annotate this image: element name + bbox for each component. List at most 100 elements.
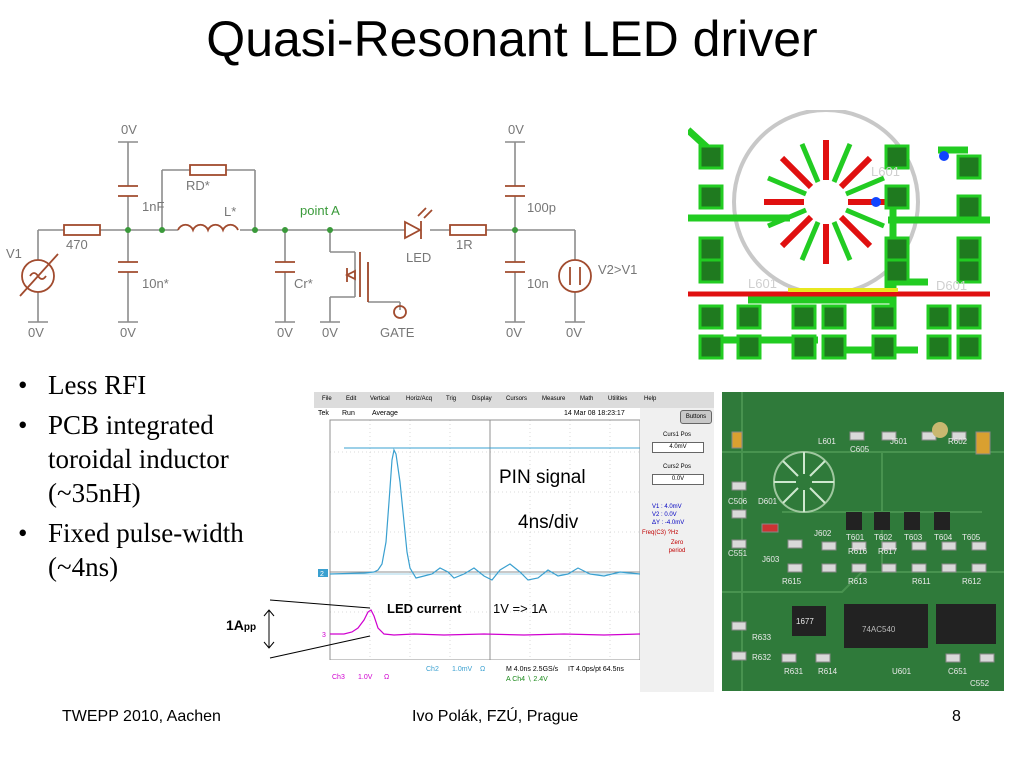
component-label: C551 (728, 549, 748, 558)
ground-label: 0V (508, 122, 524, 137)
run-mode: Run (342, 410, 355, 417)
menu-file[interactable]: File (322, 396, 332, 402)
menu-horiz-acq[interactable]: Horiz/Acq (406, 396, 433, 402)
pcb-layout-image: L601 L601 D601 (688, 110, 990, 366)
component-label: L601 (818, 437, 836, 446)
menu-math[interactable]: Math (580, 396, 594, 402)
v1-label: V1 (6, 246, 22, 261)
freq-readout: Freq(C3) ?Hz (642, 530, 679, 536)
component-label: J603 (762, 555, 780, 564)
component-label: T603 (904, 533, 923, 542)
amplitude-label: 1App (226, 617, 257, 633)
menu-edit[interactable]: Edit (346, 396, 357, 402)
component-label: R632 (752, 653, 772, 662)
v2-readout: V2 : 0.0V (652, 512, 677, 518)
component-label: R617 (878, 547, 898, 556)
ch3-impedance: Ω (384, 674, 390, 681)
component-label: R616 (848, 547, 868, 556)
curs1-label: Curs1 Pos (662, 432, 691, 438)
ground-label: 0V (566, 325, 582, 340)
ground-label: 0V (121, 122, 137, 137)
curs2-field[interactable]: 0.0V (652, 474, 704, 485)
component-label: R615 (782, 577, 802, 586)
pcb-board-photo: L601 J601 R602 C605 C506 D601 J603 J602 … (722, 392, 1004, 691)
scope-menubar: File Edit Vertical Horiz/Acq Trig Displa… (314, 392, 714, 408)
pcb-label: L601 (748, 276, 777, 291)
curs1-field[interactable]: 4.0mV (652, 442, 704, 453)
zero-label: Zero (670, 540, 684, 546)
resistor-rd-label: RD* (186, 178, 210, 193)
component-label: U601 (892, 667, 912, 676)
buttons-button[interactable]: Buttons (680, 410, 712, 424)
ch3-marker: 3 (322, 632, 326, 639)
component-label: J602 (814, 529, 832, 538)
v2-label: V2>V1 (598, 262, 637, 277)
inductor-label: L* (224, 204, 236, 219)
capacitor-100p-label: 100p (527, 200, 556, 215)
component-label: R631 (784, 667, 804, 676)
ground-label: 0V (506, 325, 522, 340)
ch2-marker: 2 (320, 571, 324, 578)
v1-readout: V1 : 4.0mV (652, 504, 682, 510)
menu-vertical[interactable]: Vertical (370, 396, 390, 402)
menu-utilities[interactable]: Utilities (608, 396, 628, 402)
toroid-coil (773, 451, 835, 513)
ch3-label: Ch3 (332, 674, 345, 681)
component-label: R612 (962, 577, 982, 586)
component-label: C651 (948, 667, 968, 676)
component-label: R602 (948, 437, 968, 446)
scope-status-row: Tek Run Average 14 Mar 08 18:23:17 (314, 408, 714, 420)
slide-title: Quasi-Resonant LED driver (206, 11, 818, 67)
capacitor-10n-star-label: 10n* (142, 276, 169, 291)
pin-signal-label: PIN signal (499, 467, 586, 488)
led-current-label: LED current (385, 601, 464, 616)
component-label: 1677 (796, 617, 814, 626)
bullet-item: •Fixed pulse-width(~4ns) (18, 518, 244, 582)
ch3-trace (330, 609, 641, 636)
menu-display[interactable]: Display (472, 396, 492, 402)
component-label: R613 (848, 577, 868, 586)
scope-bottom-bar: Ch3 1.0V Ω Ch2 1.0mV Ω M 4.0ns 2.5GS/s I… (314, 660, 640, 692)
capacitor-10n-label: 10n (527, 276, 549, 291)
footer-center: Ivo Polák, FZÚ, Prague (412, 708, 579, 725)
timebase: M 4.0ns 2.5GS/s (506, 666, 559, 673)
component-label: J601 (890, 437, 908, 446)
ch2-scale: 1.0mV (452, 666, 473, 673)
ch3-scale: 1.0V (358, 674, 373, 681)
ground-label: 0V (322, 325, 338, 340)
ground-label: 0V (120, 325, 136, 340)
menu-help[interactable]: Help (644, 396, 657, 402)
menu-trig[interactable]: Trig (446, 396, 457, 402)
led-current-scale: 1V => 1A (493, 601, 548, 616)
cursor-panel: Buttons Curs1 Pos 4.0mV Curs2 Pos 0.0V V… (640, 408, 714, 692)
curs2-label: Curs2 Pos (662, 464, 691, 470)
menu-measure[interactable]: Measure (542, 396, 566, 402)
dy-readout: ΔY : -4.0mV (652, 520, 685, 526)
record-length: IT 4.0ps/pt 64.5ns (568, 666, 624, 673)
component-label: R633 (752, 633, 772, 642)
component-label: T605 (962, 533, 981, 542)
ic-label: 74AC540 (862, 625, 896, 634)
resistor-1r-label: 1R (456, 237, 473, 252)
brand-label: Tek (318, 410, 329, 417)
footer-left: TWEPP 2010, Aachen (62, 708, 221, 725)
capacitor-cr-label: Cr* (294, 276, 313, 291)
component-label: R614 (818, 667, 838, 676)
acq-mode: Average (372, 410, 398, 417)
oscilloscope-screenshot: 2 3 File Edit Vertical Horiz/Acq Trig Di… (314, 392, 714, 692)
component-label: C506 (728, 497, 748, 506)
slide-number: 8 (952, 708, 961, 725)
led-label: LED (406, 250, 431, 265)
ground-label: 0V (28, 325, 44, 340)
ch2-trace (329, 448, 641, 581)
component-label: T602 (874, 533, 893, 542)
bullet-item: •Less RFI (18, 370, 147, 400)
pcb-label: D601 (936, 278, 967, 293)
period-label: period (668, 548, 686, 554)
datetime: 14 Mar 08 18:23:17 (564, 410, 625, 417)
point-a-label: point A (300, 203, 340, 218)
ground-label: 0V (277, 325, 293, 340)
menu-cursors[interactable]: Cursors (506, 396, 528, 402)
